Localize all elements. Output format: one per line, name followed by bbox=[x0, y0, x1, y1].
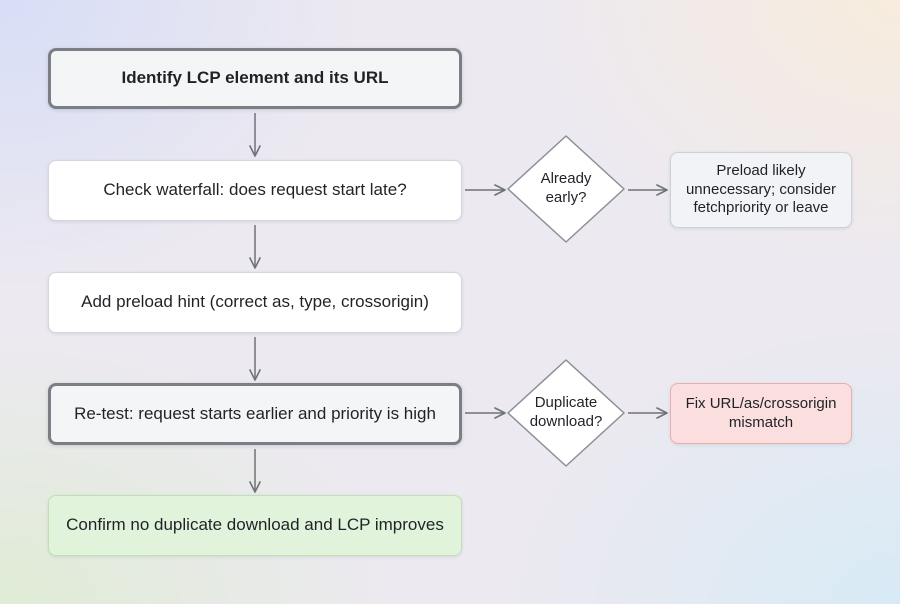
step-retest: Re-test: request starts earlier and prio… bbox=[48, 383, 462, 445]
decision-duplicate-download-label: Duplicate download? bbox=[529, 394, 603, 430]
step-identify-lcp: Identify LCP element and its URL bbox=[48, 48, 462, 109]
diamond-shape bbox=[507, 359, 625, 467]
step-check-waterfall: Check waterfall: does request start late… bbox=[48, 160, 462, 221]
decision-duplicate-download: Duplicate download? bbox=[506, 358, 626, 468]
step-confirm-improvement: Confirm no duplicate download and LCP im… bbox=[48, 495, 462, 556]
outcome-preload-unnecessary: Preload likely unnecessary; consider fet… bbox=[670, 152, 852, 228]
decision-already-early: Already early? bbox=[506, 134, 626, 244]
diamond-shape bbox=[507, 135, 625, 243]
step-add-preload-hint: Add preload hint (correct as, type, cros… bbox=[48, 272, 462, 333]
outcome-fix-mismatch: Fix URL/as/crossorigin mismatch bbox=[670, 383, 852, 444]
decision-already-early-label: Already early? bbox=[540, 170, 592, 206]
